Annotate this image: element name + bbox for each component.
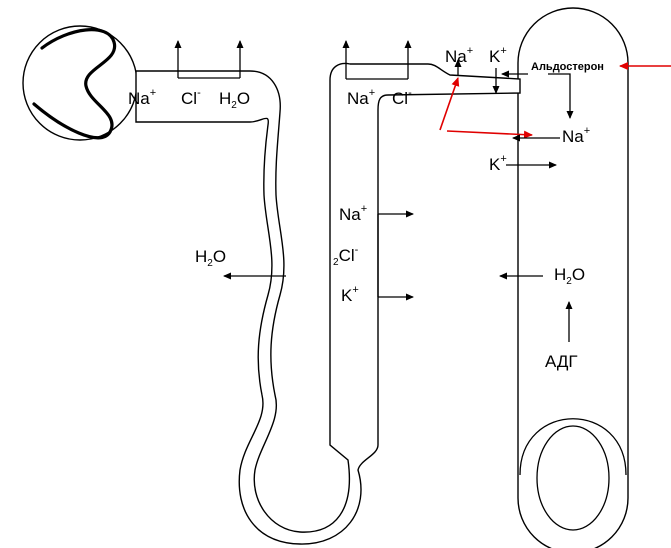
proximal-bracket [174, 40, 244, 79]
distal-cl: Cl- [392, 87, 412, 108]
nkcc-k: K+ [341, 284, 359, 305]
distal-bracket [342, 40, 412, 80]
nephron-tubule [135, 62, 521, 545]
red-arrow-na-duct [446, 130, 533, 139]
nkcc-bracket [377, 210, 414, 301]
red-arrow-na-top [439, 77, 460, 131]
duct-k: K+ [489, 153, 507, 174]
distal-na: Na+ [347, 87, 375, 108]
adh-label: АДГ [545, 352, 578, 371]
nkcc-na: Na+ [339, 203, 367, 224]
proximal-h2o: H2O [219, 89, 250, 111]
loop-h2o: H2O [195, 247, 226, 269]
nkcc-cl: 2Cl- [333, 244, 359, 268]
aldosterone-to-na-arrow [548, 73, 574, 119]
duct-h2o: H2O [554, 265, 585, 287]
collecting-duct [517, 7, 629, 548]
top-na: Na+ [445, 45, 473, 66]
proximal-na: Na+ [128, 87, 156, 108]
aldosterone-label: Альдостерон [531, 61, 604, 73]
top-k: K+ [489, 45, 507, 66]
duct-na: Na+ [562, 125, 590, 146]
proximal-cl: Cl- [181, 87, 201, 108]
glomerulus [22, 25, 138, 141]
